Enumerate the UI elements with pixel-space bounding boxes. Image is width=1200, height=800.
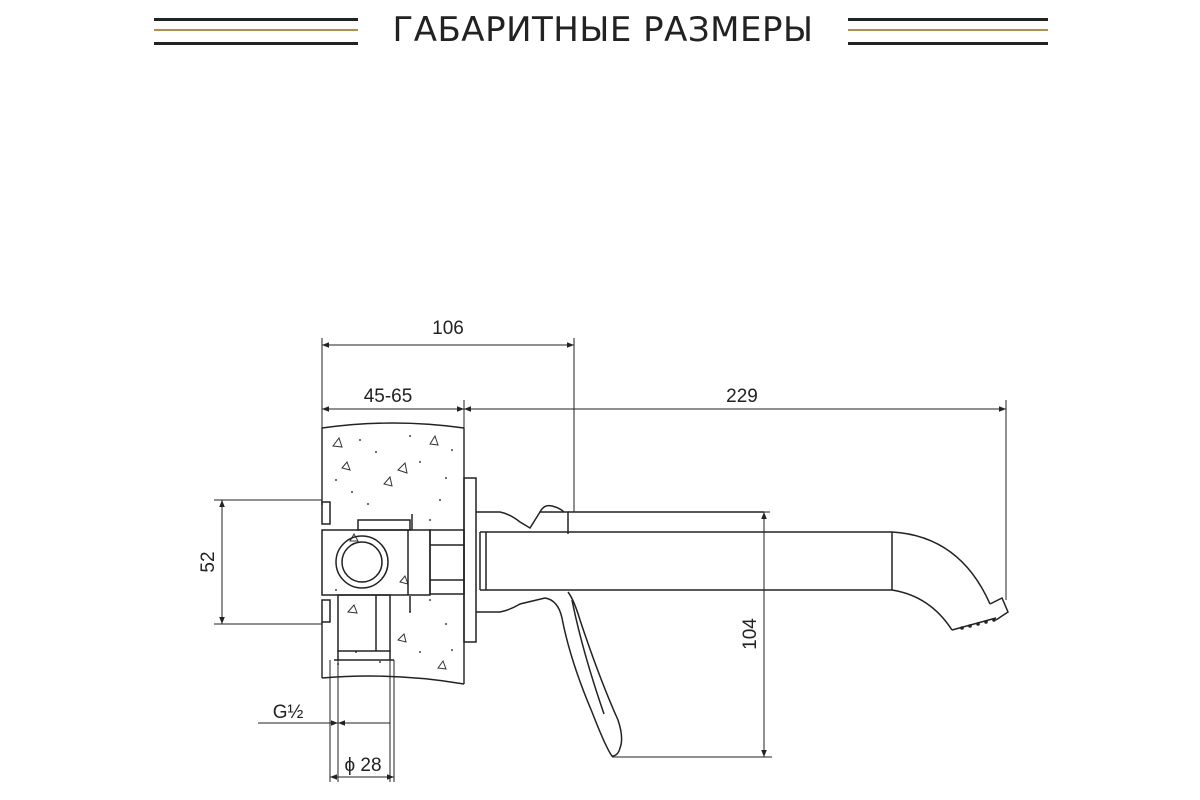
dim-overall-height: 104	[740, 618, 761, 650]
dim-thread: G½	[273, 702, 304, 723]
header: ГАБАРИТНЫЕ РАЗМЕРЫ	[0, 0, 1200, 70]
aerator-holes	[960, 618, 996, 630]
header-ornament-left	[154, 18, 358, 46]
dim-pipe-diameter: ϕ 28	[344, 755, 381, 776]
dim-wall-range: 45-65	[364, 386, 413, 407]
header-ornament-right	[848, 18, 1048, 46]
page-title: ГАБАРИТНЫЕ РАЗМЕРЫ	[392, 10, 814, 50]
concrete-texture	[332, 434, 447, 670]
dimension-lines	[214, 338, 1007, 782]
valve-body	[321, 501, 465, 661]
dim-spout-length: 229	[726, 386, 758, 407]
dim-body-height: 52	[198, 551, 219, 572]
mixer-exterior	[463, 477, 1009, 757]
concrete-dots	[335, 435, 453, 665]
dim-total-depth: 106	[432, 318, 464, 339]
